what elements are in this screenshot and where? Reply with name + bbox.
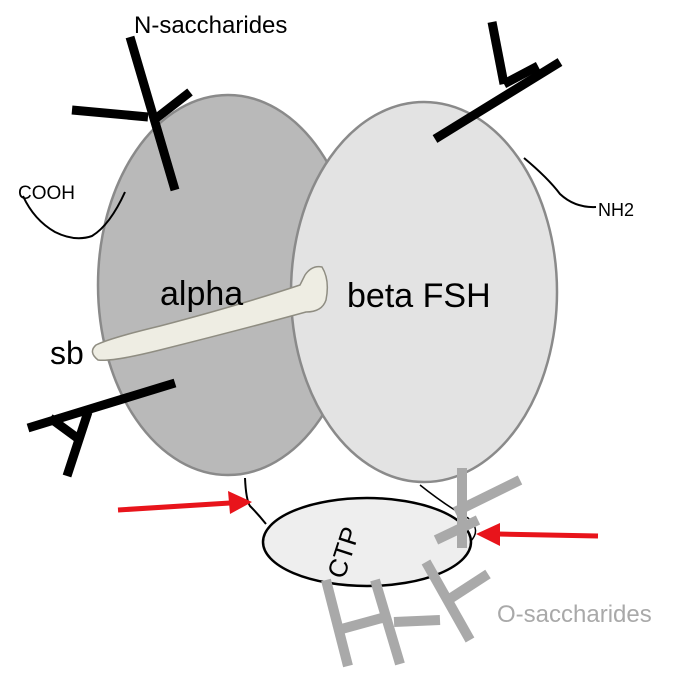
seatbelt-loop [91,265,329,362]
label-cooh: COOH [18,183,75,204]
label-nh2: NH2 [598,200,634,220]
label-alpha: alpha [160,275,243,313]
label-sb: sb [50,335,84,371]
label-o-saccharides: O-saccharides [497,601,652,628]
ctp-connector-left [244,477,267,525]
n-saccharides-group [26,21,563,478]
nh2-terminus-tail [523,157,597,209]
cooh-terminus-tail [22,191,126,240]
arrow-left-shaft [117,500,231,513]
arrow-right-head [476,523,500,546]
red-arrows [117,491,599,546]
label-beta-fsh: beta FSH [347,277,491,315]
arrow-left-head [228,491,252,514]
ctp-peptide [261,496,473,588]
arrow-right-shaft [497,531,599,539]
o-saccharides-group [321,468,523,668]
label-n-saccharides: N-saccharides [134,12,287,39]
